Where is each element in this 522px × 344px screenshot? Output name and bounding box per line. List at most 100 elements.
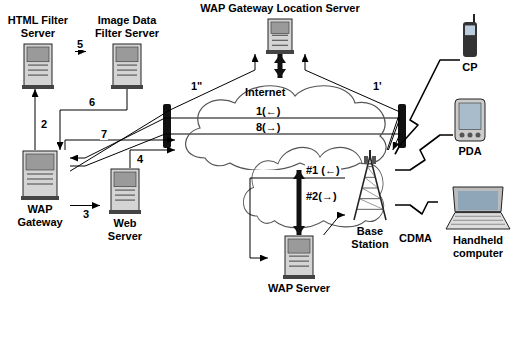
node-label: CP xyxy=(462,61,477,74)
pda-icon xyxy=(453,98,487,142)
server-icon xyxy=(111,43,143,89)
node-label: WAP Server xyxy=(268,282,330,295)
server-panel xyxy=(271,22,289,34)
phone-antenna xyxy=(473,14,475,23)
phone-device: CP xyxy=(460,14,480,74)
drive-bay xyxy=(272,40,288,41)
node-label: WAP Gateway xyxy=(10,203,70,229)
server-base xyxy=(283,275,315,279)
filter-server: Image Data Filter Server xyxy=(86,14,168,89)
message-arrow xyxy=(130,150,175,168)
server-icon xyxy=(266,18,294,54)
tower-brace xyxy=(362,188,378,189)
drive-bay xyxy=(272,35,288,36)
drive-bay xyxy=(117,75,137,76)
server-icon xyxy=(283,235,315,279)
callout-number: 4 xyxy=(136,153,144,165)
callout-number: 3 xyxy=(82,208,90,220)
antenna-panel xyxy=(364,156,368,164)
tower-brace xyxy=(365,177,376,178)
web-server: Web Server xyxy=(100,168,150,243)
drive-bay xyxy=(28,70,48,71)
phone-screen xyxy=(465,25,475,35)
drive-bay xyxy=(27,174,53,175)
node-label: Web Server xyxy=(100,217,150,243)
callout-number: #1 (←) xyxy=(305,164,341,176)
pda-button xyxy=(460,133,465,138)
server-panel xyxy=(27,47,49,62)
node-label: HTML Filter Server xyxy=(1,14,75,40)
server-base xyxy=(21,196,59,200)
laptop-keyboard xyxy=(446,213,510,229)
callout-number: #2(→) xyxy=(305,190,338,202)
link-arrow xyxy=(278,54,283,78)
filter-server: HTML Filter Server xyxy=(1,14,75,89)
message-arrow xyxy=(65,140,175,150)
server-icon xyxy=(21,150,59,200)
node-label: PDA xyxy=(458,145,481,158)
laptop-display xyxy=(458,191,498,210)
network-label: CDMA xyxy=(398,232,433,244)
server-base xyxy=(109,210,141,214)
server-panel xyxy=(116,47,138,62)
drive-bay xyxy=(289,266,309,267)
key-row xyxy=(453,220,503,221)
cloud-shape xyxy=(186,86,387,170)
base-station: Base Station xyxy=(345,150,395,251)
tower-brace xyxy=(365,177,378,188)
drive-bay xyxy=(27,179,53,180)
key-row xyxy=(455,216,501,217)
callout-number: 1(←) xyxy=(255,105,281,117)
server-body xyxy=(268,19,292,51)
server-panel xyxy=(114,172,136,187)
location-server: WAP Gateway Location Server xyxy=(200,2,359,54)
callout-number: 1' xyxy=(372,80,383,92)
server-panel xyxy=(26,154,54,170)
laptop-screen xyxy=(453,187,503,212)
gateway-server: WAP Gateway xyxy=(10,150,70,229)
drive-bay xyxy=(289,261,309,262)
node-label: Handheld computer xyxy=(438,234,518,260)
handheld-device: Handheld computer xyxy=(438,185,518,260)
callout-number: 7 xyxy=(100,128,108,140)
radio-link xyxy=(395,202,438,214)
server-body xyxy=(23,151,57,197)
link-arrow xyxy=(297,170,302,235)
wap-server: WAP Server xyxy=(268,235,330,295)
tower-brace xyxy=(357,209,384,210)
tower-icon xyxy=(346,150,394,222)
drive-bay xyxy=(115,200,135,201)
server-body xyxy=(24,44,52,86)
server-icon xyxy=(22,43,54,89)
message-arrow xyxy=(75,51,86,52)
drive-bay xyxy=(117,70,137,71)
message-arrow xyxy=(60,89,127,150)
message-arrow xyxy=(70,134,400,166)
drive-bay xyxy=(272,45,288,46)
callout-number: 5 xyxy=(76,38,84,50)
internet-cloud: Internet xyxy=(175,78,395,170)
drive-bay xyxy=(115,190,135,191)
phone-icon xyxy=(460,14,480,58)
drive-bay xyxy=(27,184,53,185)
tower-brace xyxy=(362,188,381,199)
radio-link xyxy=(395,135,453,170)
pda-body xyxy=(455,99,485,141)
message-arrow xyxy=(70,54,255,171)
key-row xyxy=(451,224,505,225)
drive-bay xyxy=(28,75,48,76)
drive-bay xyxy=(289,256,309,257)
callout-number: 6 xyxy=(88,96,96,108)
node-label: Base Station xyxy=(345,225,395,251)
server-panel xyxy=(288,239,310,253)
laptop-icon xyxy=(445,185,511,231)
node-label: Image Data Filter Server xyxy=(86,14,168,40)
antenna-panel xyxy=(372,156,376,164)
callout-number: 1" xyxy=(190,80,203,92)
inner-cloud xyxy=(243,147,383,228)
tower-brace xyxy=(359,199,383,210)
radio-link xyxy=(395,60,460,154)
pda-button xyxy=(468,133,473,138)
drive-bay xyxy=(28,65,48,66)
